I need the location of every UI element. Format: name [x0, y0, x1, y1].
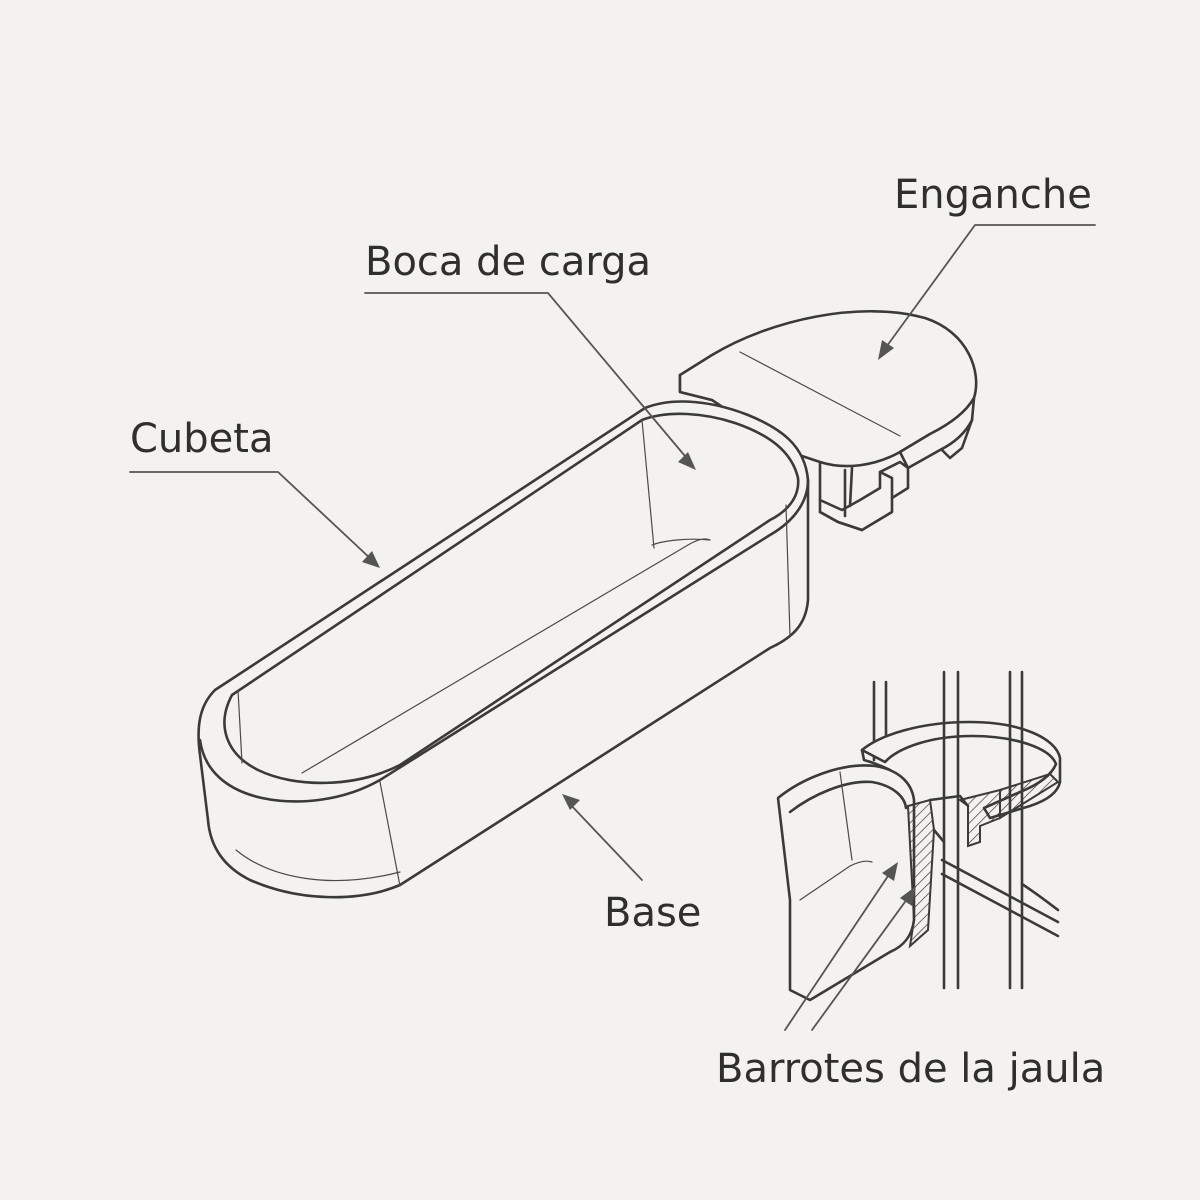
label-barrotes: Barrotes de la jaula — [716, 1046, 1105, 1092]
label-cubeta: Cubeta — [130, 416, 273, 462]
label-base: Base — [604, 890, 701, 936]
leader-lines — [129, 224, 1096, 1031]
label-enganche: Enganche — [894, 172, 1092, 218]
feeder-main — [197, 309, 978, 899]
label-boca-de-carga: Boca de carga — [365, 239, 651, 285]
inset-detail — [776, 670, 1062, 1002]
trough-part — [197, 400, 810, 899]
